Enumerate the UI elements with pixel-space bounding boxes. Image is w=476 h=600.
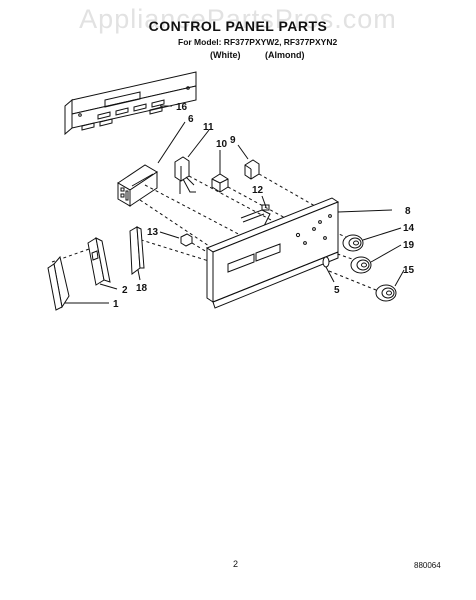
callout-13: 13	[147, 227, 159, 238]
part-12-wire-harness	[240, 204, 271, 227]
part-16-rear-panel	[64, 71, 197, 136]
leader-12	[261, 195, 267, 208]
leader-18	[137, 269, 141, 281]
leader-6	[157, 121, 186, 164]
part-9-small-switch	[244, 159, 260, 180]
leader-8	[337, 209, 393, 213]
callout-8: 8	[405, 206, 411, 217]
callout-12: 12	[252, 185, 264, 196]
callout-5: 5	[334, 285, 340, 296]
part-5-knob-insert	[322, 256, 335, 283]
callout-15: 15	[403, 265, 415, 276]
part-11-switch	[174, 156, 196, 194]
part-13-small-block	[180, 233, 193, 247]
part-8-control-panel	[205, 197, 340, 309]
part-18-side-bracket	[129, 226, 145, 275]
part-1-end-cap	[47, 255, 70, 311]
callout-11: 11	[203, 122, 214, 133]
callout-14: 14	[403, 223, 415, 234]
leader-11	[187, 129, 210, 158]
callout-1: 1	[113, 299, 119, 310]
part-15-knob	[375, 284, 397, 302]
part-14-knob	[342, 234, 364, 252]
leader-13	[159, 231, 180, 239]
callout-10: 10	[216, 139, 228, 150]
diagram-title: CONTROL PANEL PARTS	[148, 18, 328, 34]
callout-19: 19	[403, 240, 415, 251]
callout-9: 9	[230, 135, 236, 146]
leader-19	[370, 244, 402, 263]
leader-9	[237, 144, 249, 160]
leader-2	[99, 283, 118, 290]
leader-14	[362, 227, 402, 241]
callout-2: 2	[122, 285, 128, 296]
callout-16: 16	[176, 102, 188, 113]
callout-18: 18	[136, 283, 148, 294]
variant-white-label: (White)	[210, 50, 241, 60]
part-10-selector-switch	[211, 173, 229, 193]
variant-almond-label: (Almond)	[265, 50, 305, 60]
part-19-knob	[350, 256, 372, 274]
watermark-text: AppliancePartsPros.com	[79, 4, 397, 34]
page-number: 2	[233, 559, 239, 569]
callout-6: 6	[188, 114, 194, 125]
leader-15	[394, 269, 405, 287]
part-6-control-module	[117, 164, 158, 207]
part-2-bracket	[87, 237, 111, 286]
model-numbers: For Model: RF377PXYW2, RF377PXYN2	[178, 37, 338, 47]
document-code: 880064	[414, 561, 441, 570]
